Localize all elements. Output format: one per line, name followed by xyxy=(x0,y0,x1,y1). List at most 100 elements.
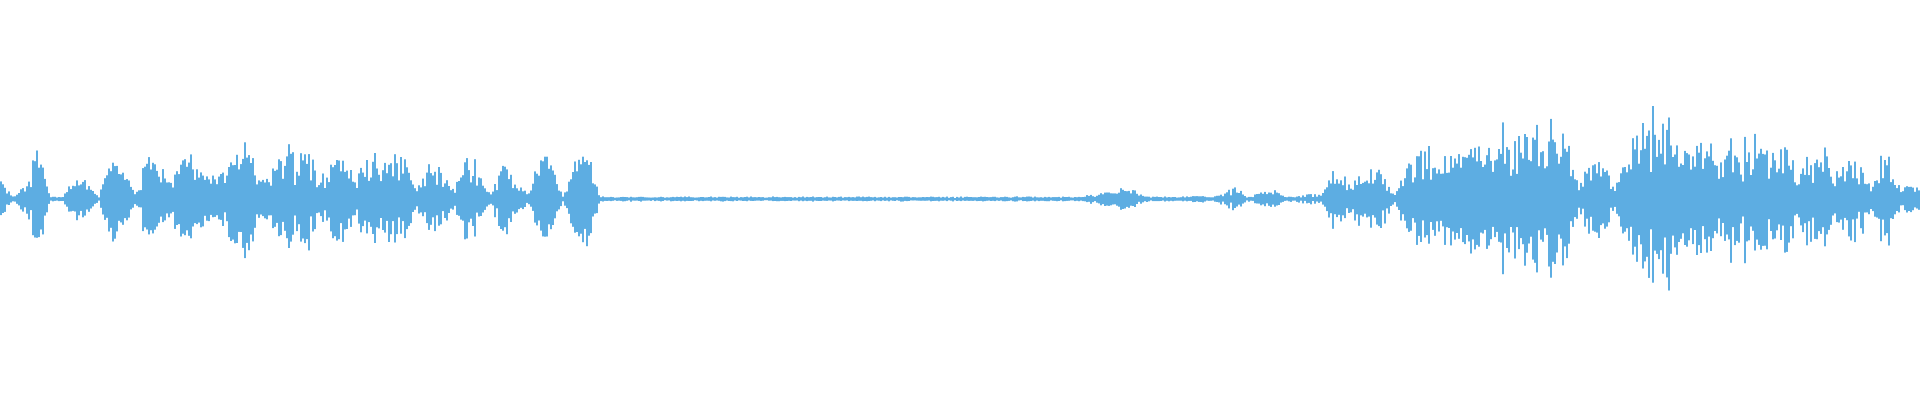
waveform-sample xyxy=(1328,180,1330,218)
waveform-sample xyxy=(702,197,704,202)
waveform-sample xyxy=(764,197,766,201)
waveform-sample xyxy=(1530,161,1532,237)
waveform-sample xyxy=(210,183,212,215)
waveform-sample xyxy=(1272,194,1274,205)
waveform-sample xyxy=(584,162,586,229)
waveform-sample xyxy=(762,197,764,201)
waveform-sample xyxy=(1094,196,1096,202)
waveform-sample xyxy=(178,174,180,225)
waveform-sample xyxy=(794,197,796,201)
waveform-sample xyxy=(1044,196,1046,202)
waveform-sample xyxy=(58,197,60,202)
waveform-sample xyxy=(1870,191,1872,209)
waveform-sample xyxy=(496,190,498,209)
waveform-sample xyxy=(1140,194,1142,204)
waveform-sample xyxy=(182,160,184,234)
waveform-sample xyxy=(540,160,542,231)
waveform-sample xyxy=(1086,195,1088,203)
waveform-sample xyxy=(1676,145,1678,255)
waveform-sample xyxy=(10,195,12,203)
waveform-sample xyxy=(1010,197,1012,201)
waveform-sample xyxy=(1112,193,1114,205)
waveform-sample xyxy=(472,176,474,226)
waveform-sample xyxy=(1298,196,1300,203)
waveform-sample xyxy=(1616,182,1618,214)
waveform-sample xyxy=(412,184,414,212)
waveform-sample xyxy=(776,196,778,202)
waveform-sample xyxy=(1234,187,1236,208)
waveform-sample xyxy=(1564,148,1566,247)
waveform-sample xyxy=(694,197,696,201)
waveform-sample xyxy=(1612,186,1614,211)
waveform-sample xyxy=(1184,197,1186,201)
waveform-sample xyxy=(1822,171,1824,228)
waveform-sample xyxy=(634,197,636,201)
waveform-sample xyxy=(1258,193,1260,204)
waveform-sample xyxy=(836,197,838,201)
waveform-sample xyxy=(658,197,660,201)
waveform-sample xyxy=(662,197,664,201)
waveform-sample xyxy=(750,196,752,201)
waveform-sample xyxy=(1130,193,1132,206)
waveform-sample xyxy=(112,162,114,242)
waveform-sample xyxy=(158,176,160,223)
waveform-sample xyxy=(1888,156,1890,246)
waveform-sample xyxy=(1228,189,1230,209)
waveform-sample xyxy=(678,197,680,201)
waveform-sample xyxy=(254,175,256,228)
waveform-sample xyxy=(622,196,624,202)
waveform-sample xyxy=(726,197,728,201)
waveform-sample xyxy=(910,197,912,201)
waveform-sample xyxy=(586,160,588,247)
waveform-sample xyxy=(1132,190,1134,206)
waveform-sample xyxy=(356,188,358,210)
waveform-sample xyxy=(108,168,110,232)
waveform-sample xyxy=(648,197,650,201)
waveform-sample xyxy=(1758,153,1760,245)
waveform-sample xyxy=(498,175,500,226)
waveform-sample xyxy=(1510,175,1512,227)
waveform-sample xyxy=(38,167,40,238)
waveform-sample xyxy=(334,165,336,237)
waveform-sample xyxy=(1126,191,1128,207)
waveform-sample xyxy=(1248,196,1250,202)
waveform-sample xyxy=(1306,194,1308,204)
waveform-sample xyxy=(990,197,992,201)
waveform-sample xyxy=(1472,157,1474,240)
waveform-sample xyxy=(1368,183,1370,217)
waveform-sample xyxy=(62,197,64,201)
waveform-sample xyxy=(1556,153,1558,253)
waveform-sample xyxy=(1794,182,1796,216)
waveform-sample xyxy=(544,156,546,237)
waveform-sample xyxy=(878,197,880,201)
waveform-sample xyxy=(1322,193,1324,205)
waveform-sample xyxy=(408,172,410,226)
waveform-sample xyxy=(394,154,396,243)
waveform-sample xyxy=(332,167,334,239)
waveform-sample xyxy=(1896,188,1898,211)
waveform-sample xyxy=(1702,168,1704,227)
waveform-sample xyxy=(488,192,490,205)
waveform-sample xyxy=(640,196,642,202)
waveform-sample xyxy=(1512,169,1514,233)
waveform-sample xyxy=(1476,161,1478,245)
waveform-sample xyxy=(1838,177,1840,223)
waveform-sample xyxy=(876,197,878,201)
waveform-sample xyxy=(916,197,918,201)
waveform-sample xyxy=(526,194,528,203)
waveform-sample xyxy=(110,171,112,228)
waveform-sample xyxy=(1766,150,1768,250)
waveform-sample xyxy=(1194,196,1196,202)
waveform-sample xyxy=(1138,195,1140,202)
waveform-sample xyxy=(1434,167,1436,236)
waveform-sample xyxy=(594,184,596,214)
waveform-sample xyxy=(1276,192,1278,206)
waveform-sample xyxy=(1100,193,1102,206)
waveform-sample xyxy=(78,185,80,216)
waveform-sample xyxy=(1372,183,1374,216)
waveform-sample xyxy=(1196,196,1198,202)
waveform-sample xyxy=(1052,197,1054,201)
waveform-sample xyxy=(404,159,406,239)
waveform-sample xyxy=(162,169,164,223)
waveform-sample xyxy=(806,196,808,202)
